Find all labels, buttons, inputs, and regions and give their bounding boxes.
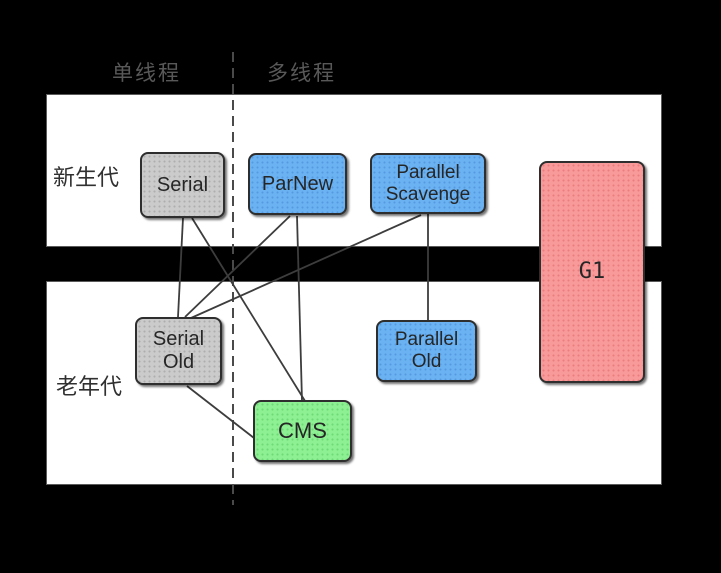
collector-serial-old: Serial Old [135, 317, 222, 385]
collector-parallel-scavenge: Parallel Scavenge [370, 153, 486, 214]
collector-parallel-old: Parallel Old [376, 320, 477, 382]
collector-parnew: ParNew [248, 153, 347, 215]
single-thread-lane-label: 单线程 [112, 62, 181, 85]
multi-thread-lane-label: 多线程 [267, 62, 336, 85]
young-generation-label: 新生代 [53, 165, 120, 190]
old-generation-label: 老年代 [56, 374, 123, 399]
collector-cms: CMS [253, 400, 352, 462]
collector-serial: Serial [140, 152, 225, 218]
collector-g1: G1 [539, 161, 645, 383]
